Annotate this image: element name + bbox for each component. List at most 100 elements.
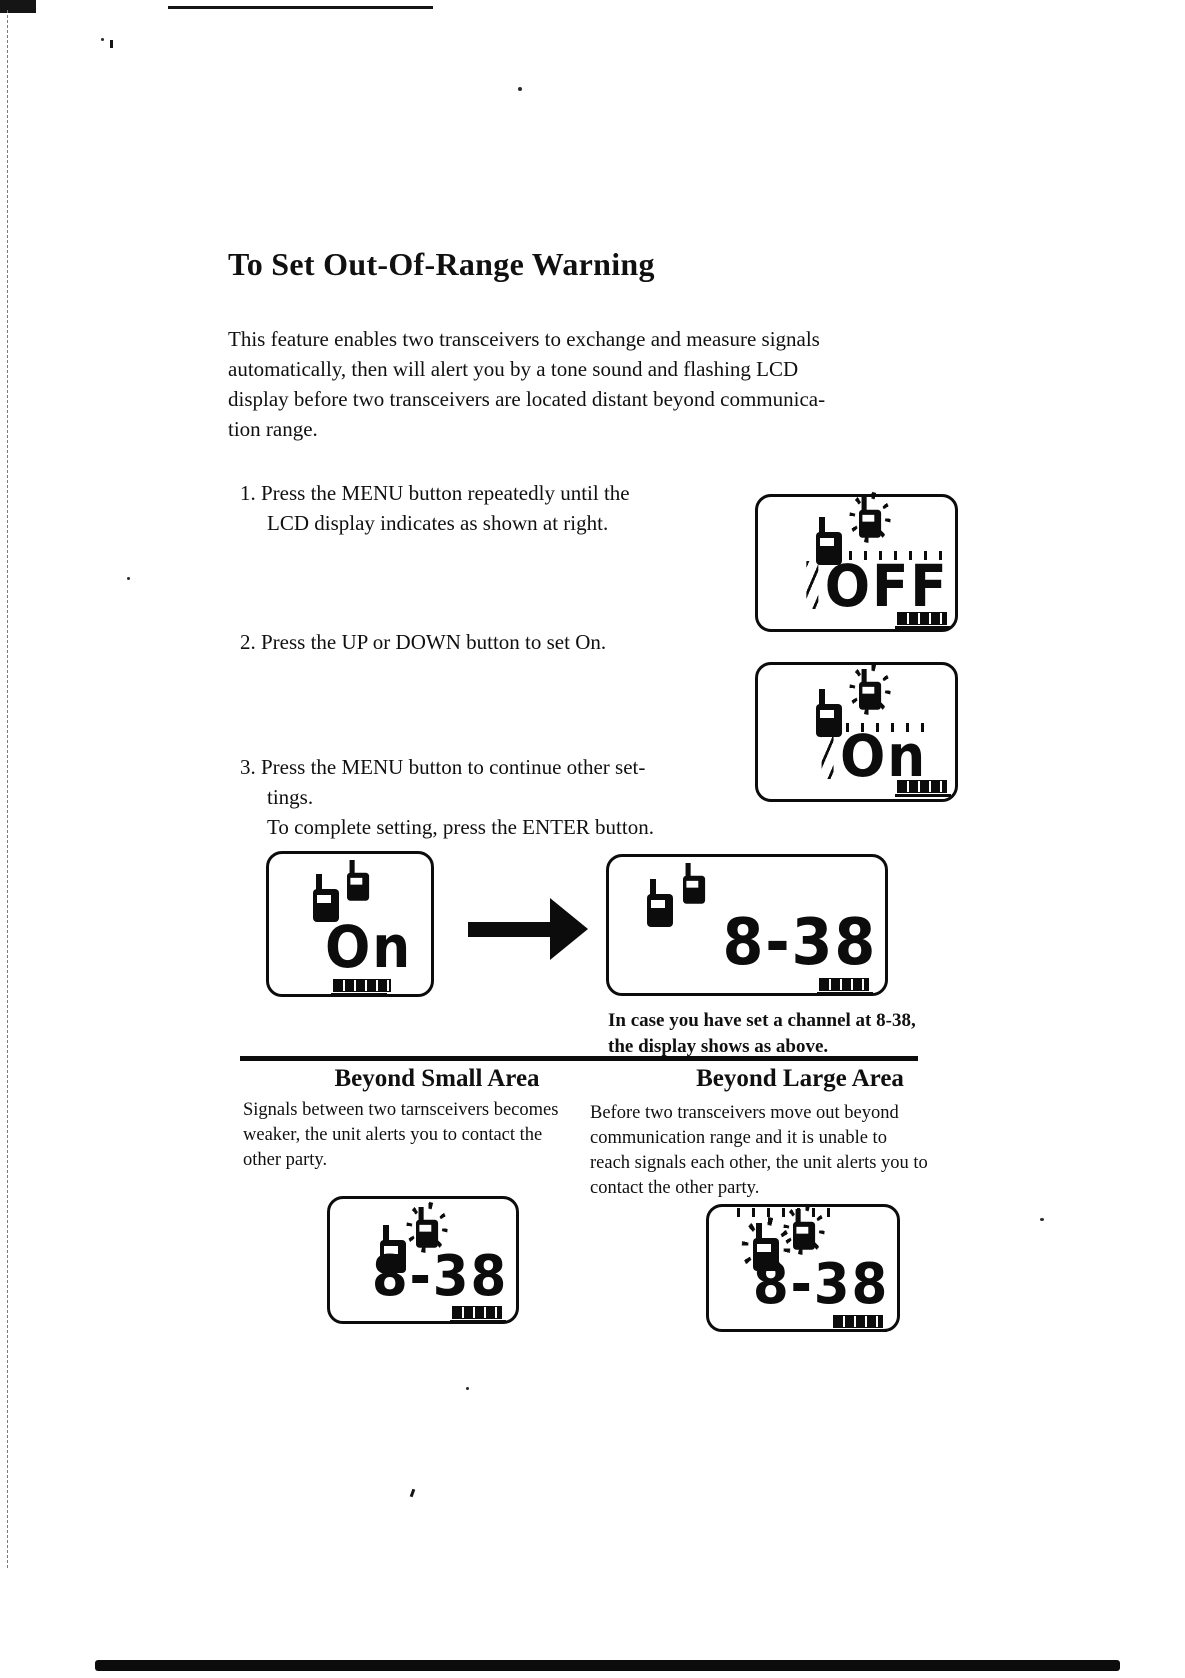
heading-beyond-small-area: Beyond Small Area — [334, 1065, 540, 1092]
battery-icon — [895, 612, 951, 629]
battery-icon — [895, 780, 951, 797]
antenna-part — [685, 863, 691, 878]
body-part — [859, 509, 882, 538]
antenna-part — [819, 517, 825, 534]
antenna-part — [861, 497, 867, 512]
transceiver-icon — [313, 874, 339, 922]
step-line: 3. Press the MENU button to continue oth… — [240, 752, 654, 782]
lcd-value: 8-38 — [371, 1244, 508, 1309]
caption-line: In case you have set a channel at 8-38, — [608, 1010, 916, 1031]
intro-paragraph: This feature enables two transceivers to… — [228, 324, 825, 444]
arrow-head — [550, 898, 588, 960]
screen-part — [419, 1224, 432, 1232]
battery-icon — [831, 1315, 887, 1332]
antenna-part — [795, 1209, 801, 1224]
step-line: LCD display indicates as shown at right. — [267, 511, 609, 535]
body-part — [313, 889, 339, 922]
section-divider — [240, 1056, 918, 1061]
column-text-line: Signals between two tarnsceivers becomes — [243, 1100, 559, 1120]
transceiver-flashing-icon — [793, 1209, 816, 1250]
transceiver-icon — [816, 517, 842, 565]
transceiver-icon — [647, 879, 673, 927]
step-text: Press the UP or DOWN button to set On. — [261, 630, 607, 654]
column-text-line: other party. — [243, 1150, 328, 1170]
lcd-display-step2: On — [755, 662, 958, 802]
heading-beyond-large-area: Beyond Large Area — [696, 1065, 904, 1092]
step-number: 2. — [240, 630, 256, 654]
screen-part — [820, 538, 834, 546]
transceiver-flashing-icon — [859, 669, 882, 710]
lcd-value: 8-38 — [752, 1252, 889, 1317]
antenna-part — [316, 874, 322, 891]
lcd-value: 8-38 — [722, 906, 877, 980]
lcd-display-beyond-small: 8-38 — [327, 1196, 519, 1324]
arrow-right-icon — [468, 898, 590, 960]
step-line: tings. — [267, 785, 314, 809]
lcd-value: OFF — [806, 552, 949, 620]
scan-artifact — [409, 1488, 416, 1498]
step-2: 2. Press the UP or DOWN button to set On… — [240, 627, 606, 657]
column-text-line: weaker, the unit alerts you to contact t… — [243, 1125, 543, 1145]
step-line: To complete setting, press the ENTER but… — [267, 815, 654, 839]
flash-ticks — [831, 723, 927, 732]
step-text: Press the MENU button repeatedly until t… — [261, 481, 630, 505]
beyond-small-area-text: Signals between two tarnsceivers becomes… — [243, 1098, 558, 1173]
antenna-part — [418, 1207, 424, 1222]
screen-part — [651, 900, 665, 908]
battery-icon — [331, 979, 391, 996]
intro-line: tion range. — [228, 417, 318, 441]
scan-artifact — [466, 1387, 469, 1390]
transceiver-flashing-icon — [859, 497, 882, 538]
scan-artifact — [7, 10, 8, 1568]
battery-icon — [817, 978, 873, 995]
page-title: To Set Out-Of-Range Warning — [228, 246, 655, 282]
step-text: Press the MENU button to continue other … — [261, 755, 646, 779]
antenna-part — [756, 1223, 762, 1240]
intro-line: automatically, then will alert you by a … — [228, 357, 799, 381]
step-1: 1. Press the MENU button repeatedly unti… — [240, 478, 630, 538]
scan-artifact — [518, 87, 522, 91]
battery-icon — [450, 1306, 506, 1323]
column-text-line: reach signals each other, the unit alert… — [590, 1153, 928, 1173]
intro-line: display before two transceivers are loca… — [228, 387, 826, 411]
body-part — [647, 894, 673, 927]
screen-part — [820, 710, 834, 718]
transceiver-flashing-icon — [753, 1223, 779, 1271]
antenna-part — [650, 879, 656, 896]
antenna-part — [383, 1225, 389, 1242]
caption-line: the display shows as above. — [608, 1036, 829, 1057]
antenna-part — [819, 689, 825, 706]
antenna-part — [349, 860, 355, 875]
page-bottom-bar — [95, 1660, 1120, 1671]
body-part — [793, 1221, 816, 1250]
lcd-display-step1: OFF — [755, 494, 958, 632]
screen-part — [384, 1246, 398, 1254]
lcd-display-beyond-large: 8-38 — [706, 1204, 900, 1332]
scan-artifact — [110, 40, 113, 48]
screen-part — [317, 895, 331, 903]
flash-ticks — [849, 551, 951, 560]
step-line: 1. Press the MENU button repeatedly unti… — [240, 478, 630, 508]
scan-artifact — [1040, 1218, 1044, 1221]
scan-artifact — [127, 577, 130, 580]
column-text-line: Before two transceivers move out beyond — [590, 1103, 899, 1123]
scan-artifact — [101, 38, 104, 41]
step-line: 2. Press the UP or DOWN button to set On… — [240, 627, 606, 657]
antenna-part — [861, 669, 867, 684]
arrow-shaft — [468, 922, 550, 937]
step-3: 3. Press the MENU button to continue oth… — [240, 752, 654, 842]
lcd-display-channel: 8-38 — [606, 854, 888, 996]
lcd-value: On — [821, 722, 928, 790]
body-part — [859, 681, 882, 710]
screen-part — [862, 514, 875, 522]
body-part — [816, 532, 842, 565]
step-number: 3. — [240, 755, 256, 779]
column-text-line: contact the other party. — [590, 1178, 760, 1198]
transceiver-icon — [683, 863, 706, 904]
screen-part — [686, 880, 699, 888]
lcd-display-on-confirm: On — [266, 851, 434, 997]
beyond-large-area-text: Before two transceivers move out beyond … — [590, 1101, 928, 1201]
column-text-line: communication range and it is unable to — [590, 1128, 887, 1148]
screen-part — [796, 1226, 809, 1234]
